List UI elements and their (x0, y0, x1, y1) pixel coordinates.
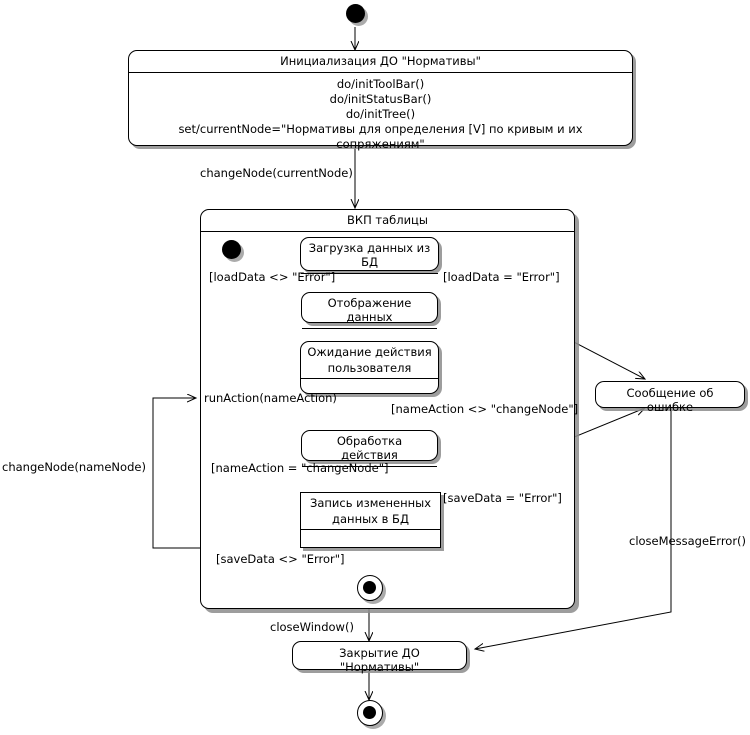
label-load-data-error: [loadData = "Error"] (443, 270, 560, 284)
state-process-action-compartment (302, 466, 437, 475)
state-save-data-compartment (301, 529, 440, 538)
composite-state-name: ВКП таблицы (201, 210, 574, 232)
state-save-data[interactable]: Запись измененных данных в БД (300, 492, 441, 548)
state-wait-user-line2: пользователя (327, 361, 412, 375)
state-show-data[interactable]: Отображение данных (301, 292, 438, 329)
state-process-action[interactable]: Обработка действия (301, 430, 438, 467)
state-close[interactable]: Закрытие ДО "Нормативы" (292, 641, 467, 674)
state-close-name: Закрытие ДО "Нормативы" (339, 646, 420, 674)
initial-node-inner (222, 240, 241, 259)
final-node-outer-core (362, 705, 376, 719)
state-initialization-name: Инициализация ДО "Нормативы" (280, 54, 481, 68)
state-save-data-line2: данных в БД (332, 512, 409, 526)
state-show-data-compartment (302, 328, 437, 337)
state-show-data-name: Отображение данных (327, 296, 412, 324)
state-wait-user-compartment (301, 378, 438, 385)
state-process-action-name: Обработка действия (336, 434, 403, 462)
state-load-data-name: Загрузка данных из БД (308, 241, 431, 269)
label-name-action-ne: [nameAction <> "changeNode"] (391, 402, 579, 416)
final-node-inner (357, 575, 383, 601)
final-node-inner-core (362, 580, 376, 594)
action-set-currentnode: set/currentNode="Нормативы для определен… (178, 122, 583, 151)
edge-error-to-close (475, 408, 672, 649)
label-save-data-error: [saveData = "Error"] (443, 491, 562, 505)
label-change-node-current: changeNode(currentNode) (200, 166, 353, 180)
action-init-toolbar: do/initToolBar() (336, 77, 425, 91)
state-initialization[interactable]: Инициализация ДО "Нормативы" do/initTool… (128, 50, 633, 151)
label-close-window: closeWindow() (270, 620, 354, 634)
edge-composite-self-loop (152, 398, 200, 549)
action-init-statusbar: do/initStatusBar() (329, 92, 432, 106)
state-load-data-compartment (301, 273, 438, 285)
final-node-outer (357, 700, 383, 726)
state-error-message-name: Сообщение об ошибке (626, 386, 714, 414)
label-close-message-error: closeMessageError() (629, 534, 747, 548)
state-initialization-actions: do/initToolBar() do/initStatusBar() do/i… (129, 72, 632, 157)
action-init-tree: do/initTree() (345, 107, 416, 121)
initial-node-start (346, 4, 365, 23)
label-name-action-eq: [nameAction = "changeNode"] (211, 461, 389, 475)
label-change-node-name: changeNode(nameNode) (2, 460, 146, 474)
label-save-data-ok: [saveData <> "Error"] (216, 552, 345, 566)
label-run-action: runAction(nameAction) (204, 391, 337, 405)
label-load-data-ok: [loadData <> "Error"] (209, 270, 336, 284)
state-error-message[interactable]: Сообщение об ошибке (595, 381, 745, 414)
state-wait-user-line1: Ожидание действия (307, 345, 432, 359)
state-load-data[interactable]: Загрузка данных из БД (300, 237, 439, 274)
state-wait-user-action[interactable]: Ожидание действия пользователя (300, 341, 439, 394)
state-save-data-line1: Запись измененных (309, 496, 432, 510)
